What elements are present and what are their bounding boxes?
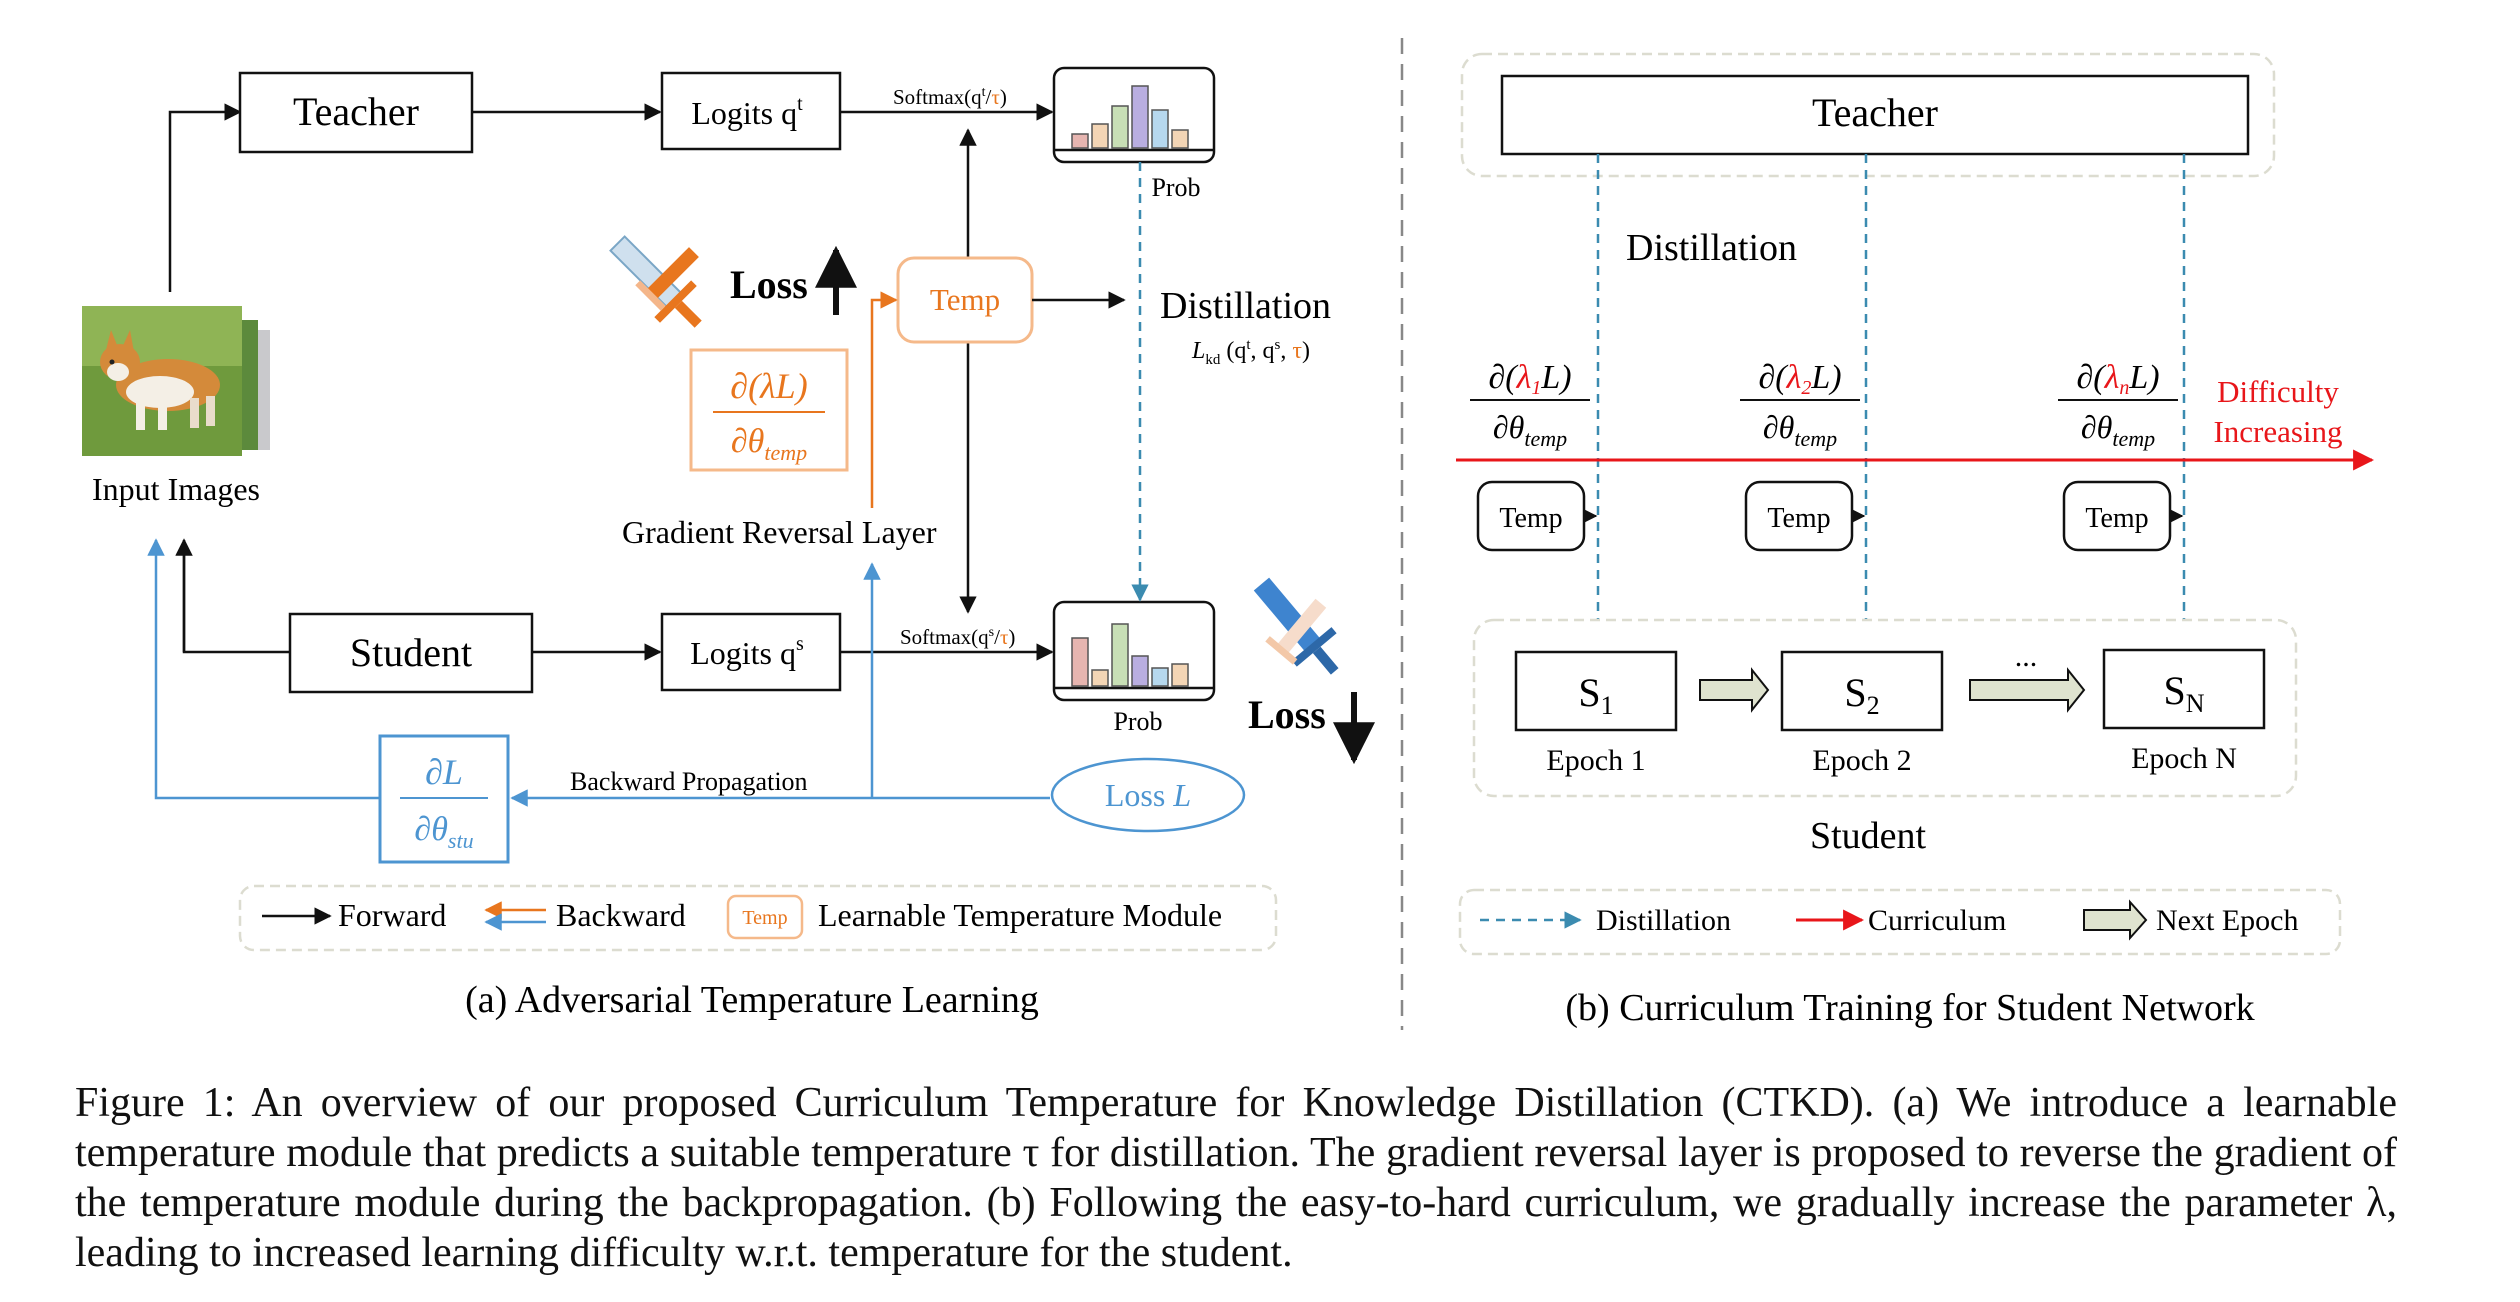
epoch-label-1: Epoch 1 <box>1546 744 1645 777</box>
next-epoch-arrow-1 <box>1699 667 1770 713</box>
legend-temp-box <box>726 894 804 940</box>
teacher-box-b[interactable] <box>1500 74 2250 156</box>
line-input-to-student <box>182 543 290 654</box>
loss-L-label: Loss L <box>1105 777 1191 813</box>
subcaption-b: (b) Curriculum Training for Student Netw… <box>1565 987 2254 1029</box>
panel-a: Input Images Teacher Logits qt Softmax(q… <box>82 66 1375 1021</box>
legend-ltm-label: Learnable Temperature Module <box>818 897 1222 933</box>
temp-label: Temp <box>930 282 1000 317</box>
student-label-3: SN <box>2163 668 2204 718</box>
histogram-bar <box>1111 623 1129 687</box>
svg-text:∂(λ1L): ∂(λ1L) <box>1488 359 1571 399</box>
corgi-icon <box>100 330 220 430</box>
epoch-label-2: Epoch 2 <box>1812 744 1911 777</box>
difficulty-label-2: Increasing <box>2213 414 2342 449</box>
grad-fraction-3: ∂(λnL) ∂θtemp <box>2058 359 2178 451</box>
panel-b: Teacher Distillation ∂(λ1L) ∂θtemp ∂(λ2L… <box>1456 52 2375 1029</box>
legend-distillation-label: Distillation <box>1596 904 1731 937</box>
histogram-bar <box>1171 663 1189 687</box>
loss-down-label: Loss <box>1248 692 1326 737</box>
arrow-input-to-teacher <box>168 103 242 292</box>
sword-blue-icon-2 <box>1265 598 1327 665</box>
legend-b <box>1458 888 2342 956</box>
logits-t-label: Logits qt <box>691 93 803 131</box>
difficulty-label-1: Difficulty <box>2217 374 2339 409</box>
svg-text:∂(λ2L): ∂(λ2L) <box>1758 359 1841 399</box>
histogram-bar <box>1091 123 1109 149</box>
student-box-3[interactable] <box>2102 648 2266 730</box>
loss-L-ellipse[interactable] <box>1050 757 1246 833</box>
logits-t-box[interactable] <box>660 71 842 151</box>
student-box[interactable] <box>288 612 534 694</box>
ellipsis: ... <box>2015 640 2038 673</box>
histogram-bar <box>1171 129 1189 149</box>
lkd-formula: Lkd (qt, qs, τ) <box>1191 337 1310 368</box>
logits-s-box[interactable] <box>660 612 842 692</box>
student-label-1: S1 <box>1578 670 1613 720</box>
histogram-bar <box>1071 637 1089 687</box>
input-image-stack <box>82 306 270 456</box>
grad-lambda-den: ∂θtemp <box>731 423 807 465</box>
legend-backward-label: Backward <box>556 897 686 933</box>
student-box-2[interactable] <box>1780 650 1944 732</box>
prob-bottom-label: Prob <box>1113 707 1162 736</box>
softmax-t-label: Softmax(qt/τ) <box>893 85 1007 109</box>
histogram-bar <box>1131 655 1149 687</box>
subcaption-a: (a) Adversarial Temperature Learning <box>465 979 1039 1021</box>
teacher-label-b: Teacher <box>1812 90 1938 135</box>
diagram-canvas: Input Images Teacher Logits qt Softmax(q… <box>82 38 2375 1030</box>
student-label-2: S2 <box>1844 670 1879 720</box>
input-images-label: Input Images <box>92 471 260 507</box>
temp-label-b-3: Temp <box>2085 503 2148 534</box>
histogram-bar <box>1071 133 1089 149</box>
grad-lambda-box <box>689 348 849 472</box>
grad-fraction-2: ∂(λ2L) ∂θtemp <box>1740 359 1860 451</box>
temp-label-b-2: Temp <box>1767 503 1830 534</box>
grl-label: Gradient Reversal Layer <box>622 514 937 550</box>
legend-forward-label: Forward <box>338 897 446 933</box>
svg-text:∂θtemp: ∂θtemp <box>2081 409 2155 451</box>
arrow-grad-to-input <box>147 538 380 800</box>
legend-temp-label: Temp <box>742 907 787 929</box>
prob-bottom-histogram <box>1071 623 1189 687</box>
distillation-label-b: Distillation <box>1626 227 1797 269</box>
loss-up-label: Loss <box>730 262 808 307</box>
histogram-bar <box>1111 105 1129 149</box>
next-epoch-arrow-2 <box>1969 667 2086 713</box>
grad-fraction-1: ∂(λ1L) ∂θtemp <box>1470 359 1590 451</box>
legend-curriculum-label: Curriculum <box>1868 904 2006 937</box>
histogram-bar <box>1151 667 1169 687</box>
student-label-b: Student <box>1810 815 1927 857</box>
prob-top-label: Prob <box>1151 173 1200 202</box>
legend-next-epoch-label: Next Epoch <box>2156 904 2298 937</box>
histogram-bar <box>1131 85 1149 149</box>
legend-next-epoch-arrow <box>2083 899 2148 941</box>
grad-stu-den: ∂θstu <box>414 811 473 853</box>
sword-orange-icon-2 <box>635 247 699 311</box>
figure-caption: Figure 1: An overview of our proposed Cu… <box>75 1080 2397 1276</box>
epoch-label-3: Epoch N <box>2131 742 2237 775</box>
prob-top-histogram <box>1071 85 1189 149</box>
student-box-1[interactable] <box>1514 650 1678 732</box>
arrow-grl-to-temp <box>870 291 898 508</box>
backward-propagation-label: Backward Propagation <box>570 767 808 796</box>
grad-lambda-num: ∂(λL) <box>730 366 807 406</box>
teacher-box[interactable] <box>238 71 474 154</box>
student-label: Student <box>350 630 472 675</box>
grad-stu-num: ∂L <box>425 752 463 792</box>
softmax-s-label: Softmax(qs/τ) <box>900 625 1015 649</box>
teacher-label: Teacher <box>293 89 419 134</box>
logits-s-label: Logits qs <box>690 633 804 671</box>
svg-text:∂θtemp: ∂θtemp <box>1763 409 1837 451</box>
histogram-bar <box>1091 669 1109 687</box>
svg-text:∂θtemp: ∂θtemp <box>1493 409 1567 451</box>
svg-text:∂(λnL): ∂(λnL) <box>2076 359 2159 399</box>
distillation-label: Distillation <box>1160 285 1331 327</box>
temp-label-b-1: Temp <box>1499 503 1562 534</box>
histogram-bar <box>1151 109 1169 149</box>
